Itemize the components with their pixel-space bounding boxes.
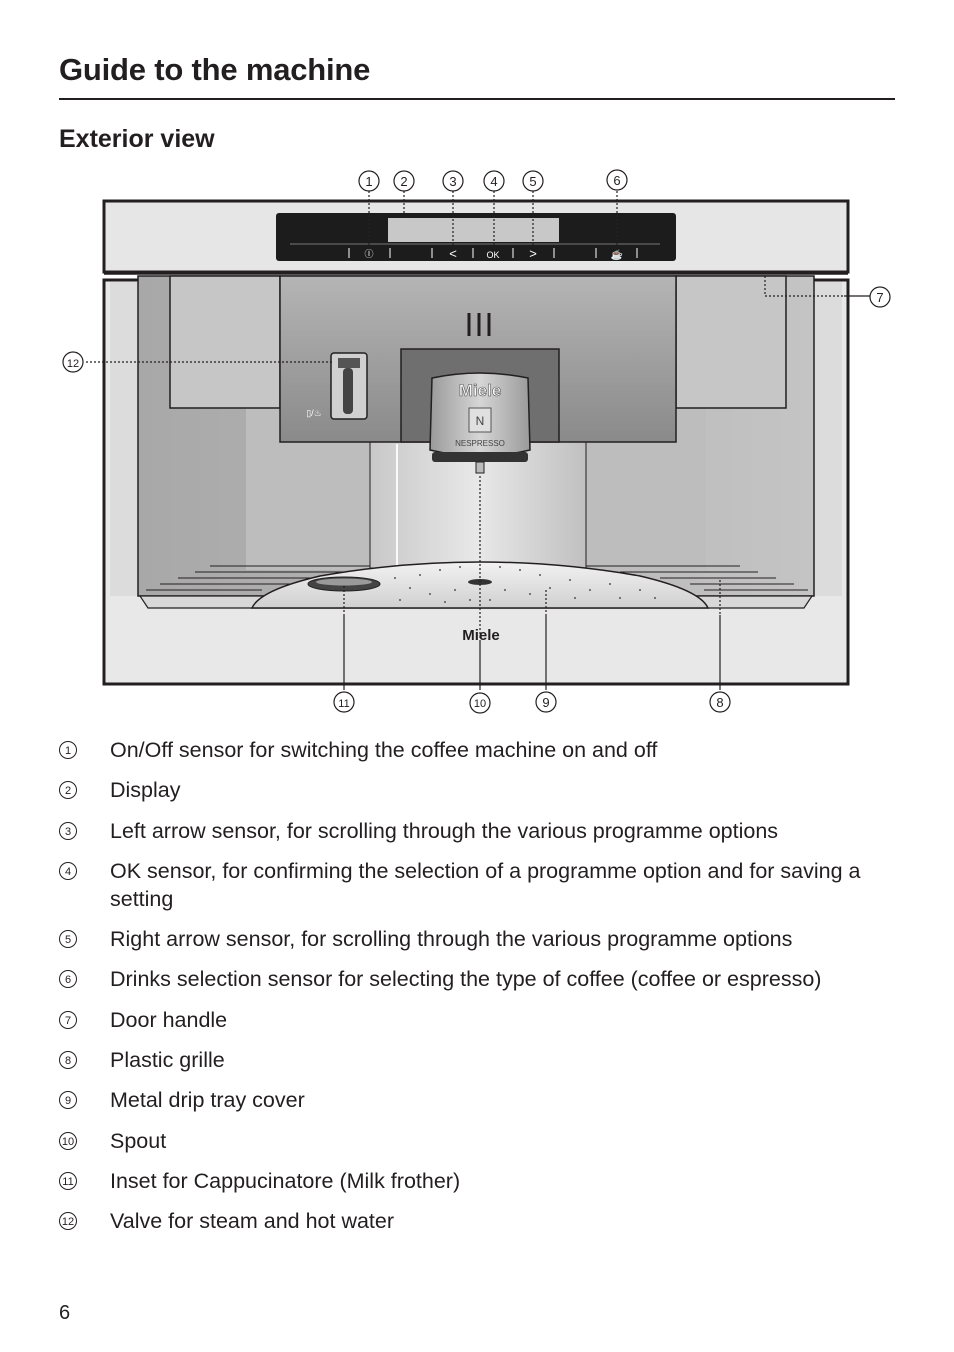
legend-item: 3 Left arrow sensor, for scrolling throug…	[59, 817, 899, 845]
legend-item: 2 Display	[59, 776, 899, 804]
door-handle-block[interactable]	[675, 275, 787, 409]
legend-number: 7	[59, 1010, 77, 1029]
legend-text: Drinks selection sensor for selecting th…	[110, 967, 822, 992]
legend-number: 6	[59, 970, 77, 989]
svg-text:6: 6	[613, 173, 620, 188]
callout-1	[358, 170, 380, 192]
legend-item: 11 Inset for Cappucinatore (Milk frother)	[59, 1167, 899, 1195]
ok-sensor[interactable]: OK	[486, 250, 499, 260]
svg-text:10: 10	[474, 698, 486, 710]
svg-text:2: 2	[400, 174, 407, 189]
page-number: 6	[59, 1302, 71, 1324]
legend-text: Right arrow sensor, for scrolling throug…	[110, 927, 793, 952]
legend-text: Spout	[110, 1128, 167, 1153]
callout-10	[469, 692, 491, 714]
legend-item: 4 OK sensor, for confirming the selection…	[59, 857, 899, 913]
legend-item: 5 Right arrow sensor, for scrolling throu…	[59, 925, 899, 953]
legend-number: 9	[59, 1091, 77, 1110]
legend-number: 8	[59, 1051, 77, 1070]
machine-diagram: Ⓘ < OK > ☕ ▯/♨ Miele N NESPRESSO	[62, 169, 891, 714]
legend-text: Display	[110, 778, 181, 803]
onoff-sensor-symbol[interactable]: Ⓘ	[364, 249, 373, 259]
callout-2	[393, 170, 415, 192]
svg-text:11: 11	[338, 698, 349, 710]
legend-item: 8 Plastic grille	[59, 1046, 899, 1074]
svg-text:1: 1	[365, 174, 372, 189]
callout-11	[333, 691, 355, 713]
legend-item: 9 Metal drip tray cover	[59, 1086, 899, 1114]
callout-8	[709, 691, 731, 713]
callout-9	[535, 691, 557, 713]
legend-text: Left arrow sensor, for scrolling through…	[110, 818, 779, 843]
left-arrow-sensor[interactable]: <	[449, 246, 457, 261]
page-title: Guide to the machine	[59, 52, 371, 87]
svg-text:4: 4	[490, 174, 497, 189]
nespresso-logo-icon	[468, 407, 492, 433]
callout-5	[522, 170, 544, 192]
legend-text: Door handle	[110, 1007, 228, 1032]
callout-12	[62, 351, 84, 373]
legend-number: 1	[59, 741, 77, 759]
drinks-selection-sensor[interactable]: ☕	[611, 248, 623, 261]
legend-number: 12	[59, 1212, 77, 1231]
callout-7	[869, 286, 891, 308]
display-screen	[388, 218, 559, 242]
right-arrow-sensor[interactable]: >	[529, 246, 537, 261]
svg-text:5: 5	[529, 174, 536, 189]
legend-number: 2	[59, 781, 77, 800]
drip-holes	[394, 566, 656, 603]
title-divider	[59, 98, 895, 100]
legend-text: Valve for steam and hot water	[110, 1209, 395, 1234]
callout-3	[442, 170, 464, 192]
legend-number: 4	[59, 861, 77, 880]
capsule-brand-label: NESPRESSO	[455, 439, 505, 448]
legend-item: 10 Spout	[59, 1127, 899, 1155]
legend-item: 6 Drinks selection sensor for selecting t…	[59, 965, 899, 993]
legend-text: On/Off sensor for switching the coffee m…	[110, 738, 658, 762]
callout-6	[606, 169, 628, 191]
legend-item: 12 Valve for steam and hot water	[59, 1207, 899, 1235]
svg-text:3: 3	[449, 174, 456, 189]
svg-text:7: 7	[876, 290, 883, 305]
legend-number: 10	[59, 1131, 77, 1150]
valve-symbol: ▯/♨	[306, 408, 322, 418]
legend-text: OK sensor, for confirming the selection …	[110, 858, 861, 911]
legend-number: 11	[59, 1171, 77, 1190]
legend-text: Inset for Cappucinatore (Milk frother)	[110, 1168, 461, 1193]
legend-text: Plastic grille	[110, 1048, 225, 1073]
svg-text:9: 9	[542, 695, 549, 710]
legend-list: 1 On/Off sensor for switching the coffee …	[59, 736, 899, 1248]
legend-text: Metal drip tray cover	[110, 1088, 305, 1113]
legend-number: 3	[59, 821, 77, 840]
svg-text:8: 8	[716, 695, 723, 710]
svg-text:N: N	[476, 414, 485, 428]
svg-text:12: 12	[67, 358, 79, 370]
head-brand-label: Miele	[459, 381, 502, 400]
callout-4	[483, 170, 505, 192]
section-title: Exterior view	[59, 125, 215, 153]
spout	[475, 461, 485, 474]
legend-item: 1 On/Off sensor for switching the coffee …	[59, 736, 899, 764]
front-brand-label: Miele	[462, 627, 500, 644]
legend-number: 5	[59, 930, 77, 949]
legend-item: 7 Door handle	[59, 1006, 899, 1034]
